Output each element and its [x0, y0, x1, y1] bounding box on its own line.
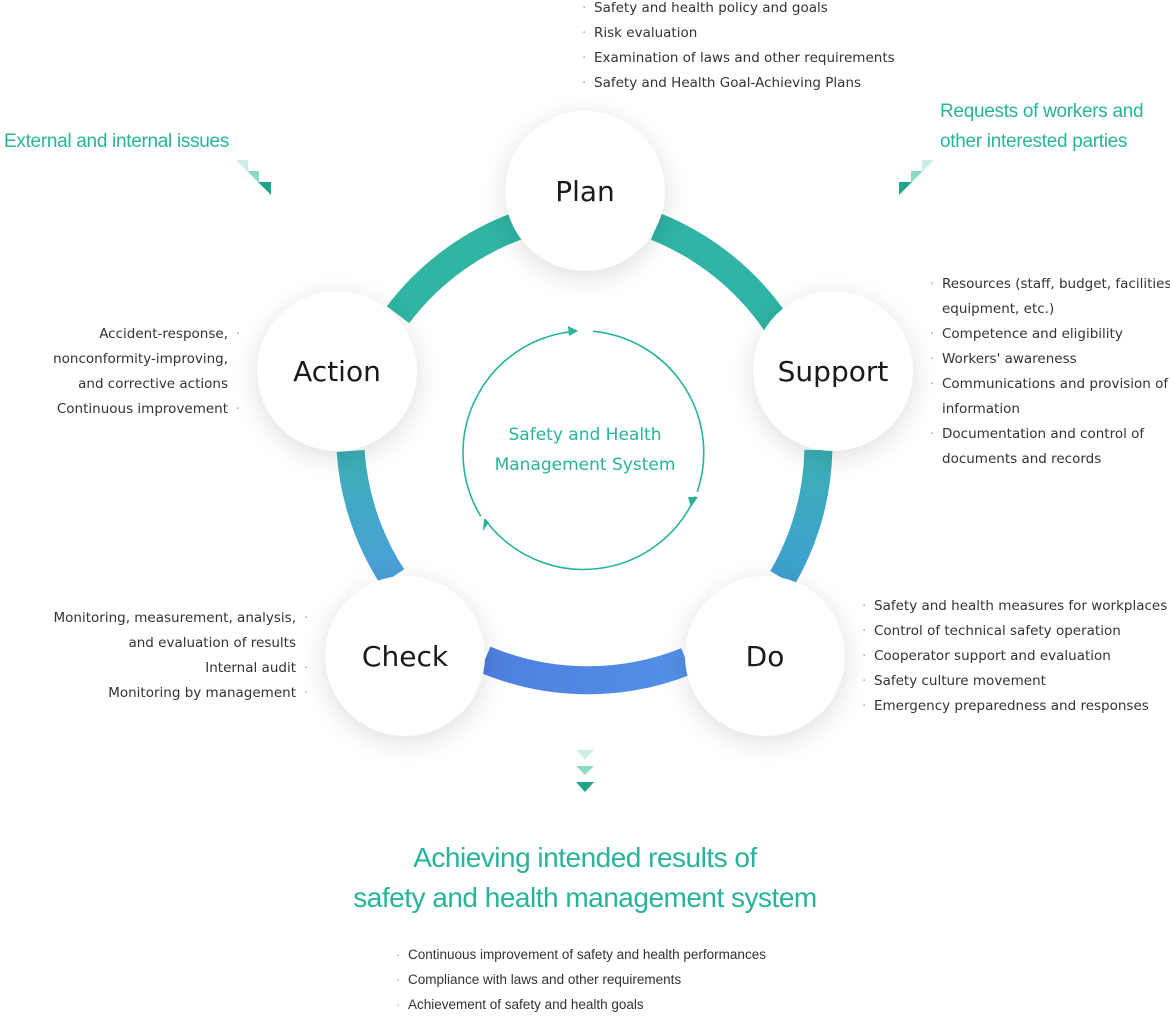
list-item: Control of technical safety operation — [862, 619, 1167, 644]
results-title-line1: Achieving intended results of — [413, 842, 757, 873]
list-item: Communications and provision of — [930, 372, 1170, 397]
list-item: Accident-response, — [53, 322, 240, 347]
do-node: Do — [685, 576, 845, 736]
cycle-arrowheads — [483, 326, 698, 531]
list-item: Resources (staff, budget, facilities, — [930, 272, 1170, 297]
arrow-down-icon — [576, 750, 594, 792]
arc-plan-support — [650, 213, 789, 332]
check-node: Check — [325, 576, 485, 736]
results-title: Achieving intended results of safety and… — [285, 838, 885, 918]
support-node: Support — [753, 291, 913, 451]
arrow-down-right-icon — [236, 160, 271, 195]
list-item: information — [942, 401, 1020, 417]
list-item: and corrective actions — [78, 376, 228, 392]
plan-node: Plan — [505, 111, 665, 271]
list-item: Continuous improvement — [53, 397, 240, 422]
list-item: nonconformity-improving, — [53, 351, 228, 367]
list-item: Safety and health policy and goals — [582, 0, 895, 21]
action-items: Accident-response, nonconformity-improvi… — [53, 322, 240, 422]
list-item: Safety and health measures for workplace… — [862, 594, 1167, 619]
list-item: documents and records — [942, 451, 1102, 467]
check-items: Monitoring, measurement, analysis, and e… — [54, 606, 309, 706]
list-item: Compliance with laws and other requireme… — [396, 967, 766, 992]
list-item: Monitoring, measurement, analysis, — [54, 606, 309, 631]
center-label-line1: Safety and Health — [508, 425, 662, 445]
list-item: Safety culture movement — [862, 669, 1167, 694]
cycle-arrows — [462, 330, 705, 571]
requests-label-line2: other interested parties — [940, 131, 1128, 152]
list-item: Achievement of safety and health goals — [396, 992, 766, 1017]
list-item: Documentation and control of — [930, 422, 1170, 447]
list-item: Workers' awareness — [930, 347, 1170, 372]
arc-do-check — [479, 646, 692, 695]
action-node: Action — [257, 291, 417, 451]
list-item: Emergency preparedness and responses — [862, 694, 1167, 719]
plan-items: Safety and health policy and goals Risk … — [582, 0, 895, 96]
arc-support-do — [770, 449, 833, 586]
list-item: Examination of laws and other requiremen… — [582, 46, 895, 71]
support-label: Support — [777, 354, 889, 388]
plan-label: Plan — [555, 174, 615, 208]
center-label-line2: Management System — [494, 455, 676, 475]
support-items: Resources (staff, budget, facilities, eq… — [930, 272, 1170, 472]
do-items: Safety and health measures for workplace… — [862, 594, 1167, 719]
arrow-down-left-icon — [899, 160, 934, 195]
external-issues-label: External and internal issues — [4, 131, 230, 152]
list-item: Continuous improvement of safety and hea… — [396, 942, 766, 967]
list-item: Cooperator support and evaluation — [862, 644, 1167, 669]
list-item: Risk evaluation — [582, 21, 895, 46]
list-item: equipment, etc.) — [942, 301, 1055, 317]
results-items: Continuous improvement of safety and hea… — [396, 942, 766, 1017]
list-item: and evaluation of results — [128, 635, 296, 651]
list-item: Monitoring by management — [54, 681, 309, 706]
requests-label-line1: Requests of workers and — [940, 101, 1144, 122]
center-label: Safety and Health Management System — [465, 420, 705, 480]
arc-check-action — [336, 449, 405, 585]
list-item: Safety and Health Goal-Achieving Plans — [582, 71, 895, 96]
do-label: Do — [745, 639, 785, 673]
check-label: Check — [361, 639, 449, 673]
list-item: Competence and eligibility — [930, 322, 1170, 347]
results-title-line2: safety and health management system — [353, 882, 817, 913]
action-label: Action — [293, 354, 381, 388]
list-item: Internal audit — [54, 656, 309, 681]
arc-action-plan — [386, 208, 534, 324]
requests-label: Requests of workers and other interested… — [940, 97, 1144, 157]
